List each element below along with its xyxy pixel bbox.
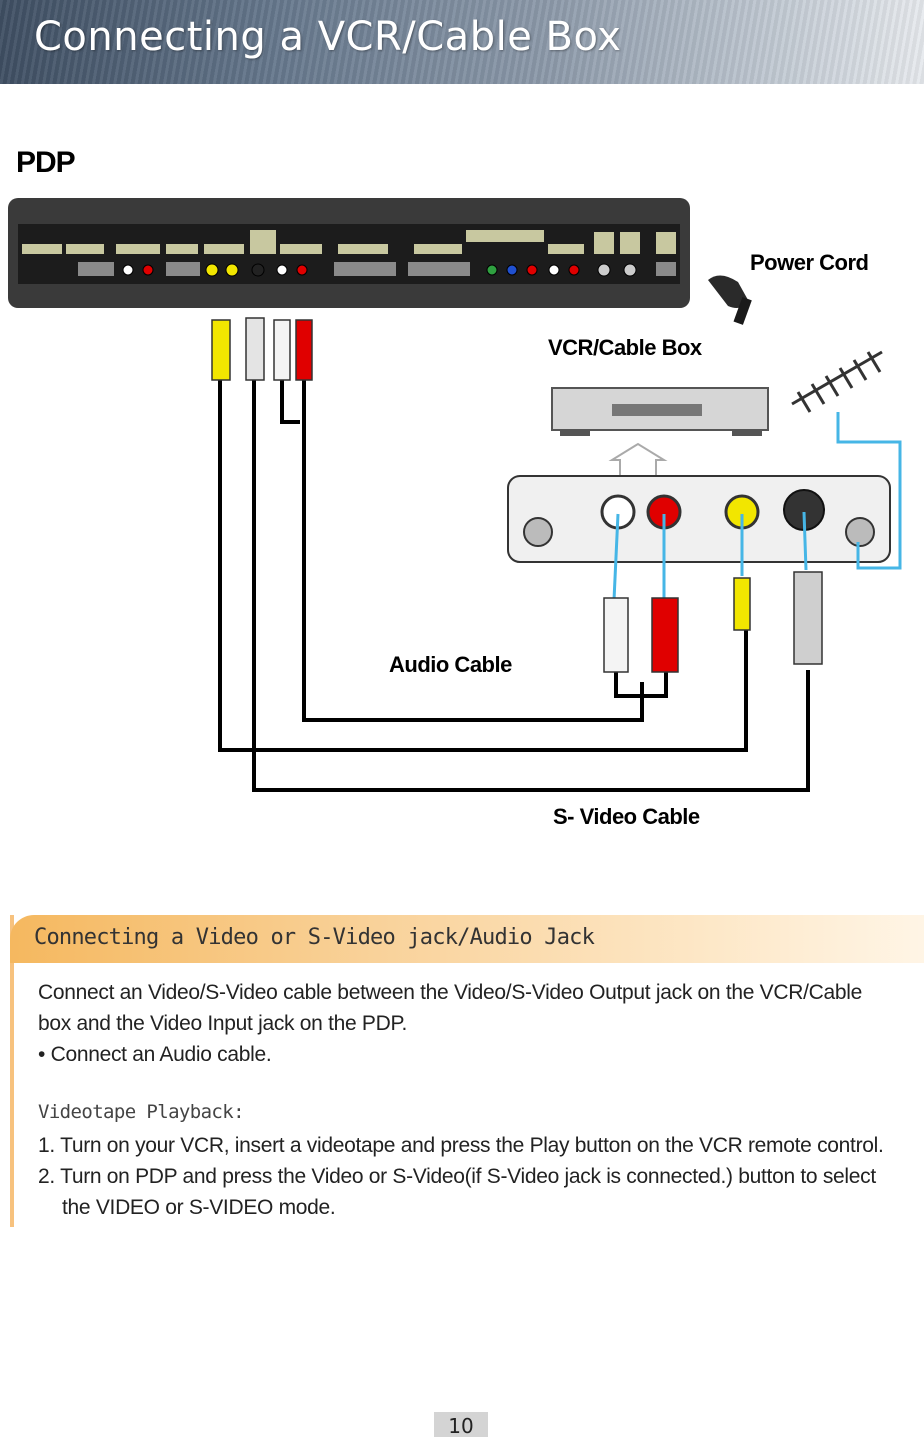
vcr-box-icon: [551, 387, 769, 478]
vcr-label: VCR/Cable Box: [548, 335, 702, 360]
info-title: Connecting a Video or S-Video jack/Audio…: [34, 925, 595, 950]
power-cord-label: Power Cord: [750, 250, 869, 275]
page-number: 10: [434, 1412, 488, 1438]
diagram-drawing: [8, 198, 902, 792]
vcr-plugs: [603, 571, 823, 673]
playback-step-1: 1. Turn on your VCR, insert a videotape …: [38, 1134, 884, 1157]
playback-step-2-line1: 2. Turn on PDP and press the Video or S-…: [38, 1165, 876, 1188]
instruction-paragraph-line1: Connect an Video/S-Video cable between t…: [38, 981, 863, 1004]
instruction-paragraph-line2: box and the Video Input jack on the PDP.: [38, 1012, 408, 1035]
playback-heading: Videotape Playback:: [38, 1101, 245, 1123]
info-section: Connecting a Video or S-Video jack/Audio…: [10, 915, 924, 1227]
playback-step-2-line2: the VIDEO or S-VIDEO mode.: [62, 1196, 336, 1219]
info-title-bar: Connecting a Video or S-Video jack/Audio…: [10, 915, 924, 963]
svideo-cable-label: S- Video Cable: [553, 804, 700, 829]
pdp-label: PDP: [16, 146, 76, 179]
antenna-icon: [791, 350, 883, 413]
connection-diagram: PDP Power Cord VCR/Cable Box Audio Cable…: [0, 130, 924, 850]
black-cables: [218, 380, 810, 792]
pdp-plugs: [211, 317, 313, 381]
page-header: Connecting a VCR/Cable Box: [0, 0, 924, 84]
page-title: Connecting a VCR/Cable Box: [34, 14, 622, 60]
vcr-jack-panel: [507, 475, 891, 563]
audio-bullet: • Connect an Audio cable.: [38, 1043, 272, 1066]
audio-cable-label: Audio Cable: [389, 652, 512, 677]
pdp-panel: [8, 198, 690, 308]
blue-cables: [612, 412, 902, 601]
power-cord-icon: [708, 275, 752, 325]
